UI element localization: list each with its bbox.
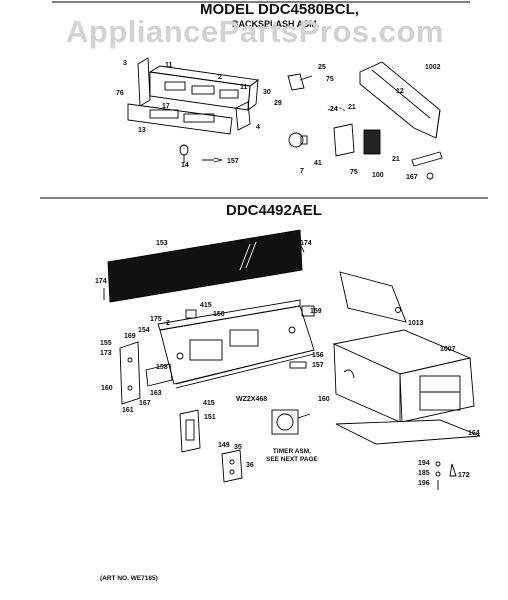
label-21b: 21 [392,156,400,163]
label-157a: 157 [227,158,239,165]
watermark: AppliancePartsPros.com [66,14,444,49]
label-2a: 2 [218,74,222,81]
label-36: 36 [246,462,254,469]
timer-note-line-2: SEE NEXT PAGE [266,456,318,463]
bulb [179,144,189,156]
label-163: 163 [150,390,162,397]
bracket-169 [119,341,141,405]
end-cap-left [137,57,151,107]
label-151: 151 [204,414,216,421]
label-2b: 2 [166,320,170,327]
cabinet-1007 [332,329,475,423]
part-159 [301,305,315,317]
label-415a: 415 [200,302,212,309]
knob-7 [288,132,304,148]
model-subtitle: BACKSPLASH ASM. [232,19,320,29]
label-11a: 11 [165,62,173,69]
timer-note: TIMER ASM. SEE NEXT PAGE [266,448,318,464]
label-185: 185 [418,470,430,477]
label-3: 3 [123,60,127,67]
label-158: 158 [156,364,168,371]
label-173: 173 [100,350,112,357]
label-196: 196 [418,480,430,487]
timer-note-line-1: TIMER ASM. [272,448,311,455]
label-150: 150 [213,311,225,318]
label-155: 155 [100,340,112,347]
label-12: 12 [396,88,404,95]
backsplash-panel [148,65,260,111]
label-154: 154 [138,327,150,334]
label-75a: 75 [326,76,334,83]
leg-172 [449,463,457,477]
knob-150 [185,309,197,319]
label-29: 29 [274,100,282,107]
part-156 [289,361,307,369]
label-1007: 1007 [440,346,456,353]
glass-153 [107,229,303,303]
label-75b: 75 [350,169,358,176]
label-153: 153 [156,240,168,247]
bracket-21 [411,151,443,167]
screw-194 [435,461,441,467]
label-35: 35 [234,444,242,451]
label-161: 161 [122,407,134,414]
label-17: 17 [162,103,170,110]
model-title: MODEL DDC4580BCL, [200,1,359,18]
switch-block-36 [221,449,243,483]
label-174b: 174 [300,240,312,247]
label-159: 159 [310,308,322,315]
label-160a: 160 [101,385,113,392]
art-number: (ART NO. WE7185) [100,575,158,582]
label-164: 164 [468,430,480,437]
label-157b: 157 [312,362,324,369]
label-41: 41 [314,160,322,167]
bracket-151 [179,409,201,453]
label-160b: 160 [318,396,330,403]
label-156: 156 [312,352,324,359]
label-100: 100 [372,172,384,179]
screw-174b [299,243,305,253]
label-4: 4 [256,124,260,131]
label-174a: 174 [95,278,107,285]
bracket-75 [333,123,355,157]
washer-185 [435,471,441,477]
door-1013 [339,271,407,323]
label-7: 7 [300,168,304,175]
label-167a: 167 [406,174,418,181]
label-175: 175 [150,316,162,323]
control-panel-2 [157,299,315,389]
label-149: 149 [218,442,230,449]
screw-167a [426,172,434,180]
end-panel-1002 [359,61,441,139]
label-1002: 1002 [425,64,441,71]
label-wz2x468: WZ2X468 [236,396,268,403]
base-164 [335,419,481,445]
label-24: 24 [330,106,338,113]
label-30: 30 [263,89,271,96]
label-1013: 1013 [408,320,424,327]
label-14: 14 [181,162,189,169]
lamp-100 [363,129,381,155]
trim-panel [127,103,233,135]
label-172: 172 [458,472,470,479]
section-title: DDC4492AEL [226,202,322,219]
label-167b: 167 [139,400,151,407]
wire-157 [202,157,223,163]
label-13: 13 [138,127,146,134]
label-25: 25 [318,64,326,71]
label-21a: 21 [348,104,356,111]
label-169: 169 [124,333,136,340]
switch-30 [287,73,305,91]
timer-assembly [271,409,311,435]
end-cap-right [235,101,251,131]
part-158 [145,363,173,387]
label-415b: 415 [203,400,215,407]
label-11b: 11 [240,84,248,91]
label-194: 194 [418,460,430,467]
label-76: 76 [116,90,124,97]
